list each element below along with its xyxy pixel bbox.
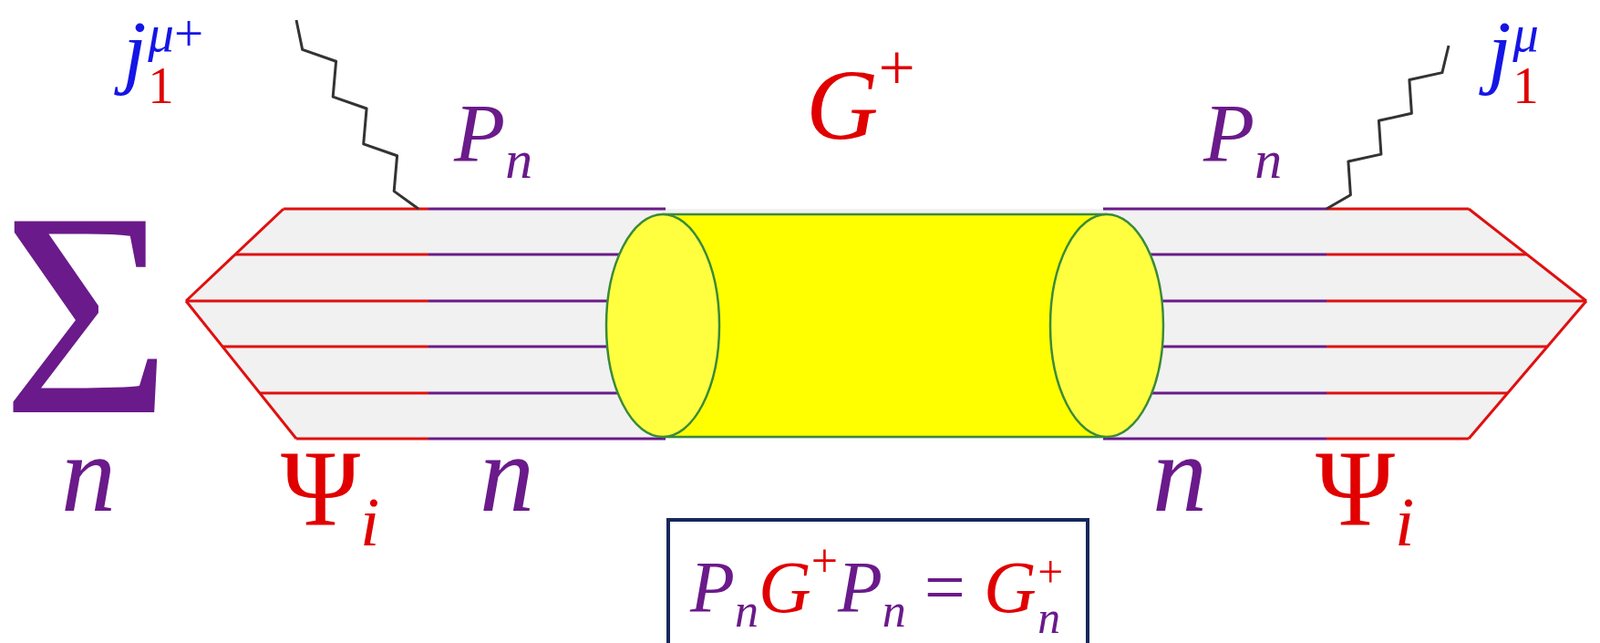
bundle-edges — [185, 208, 1587, 439]
current-label: j1μ+ — [123, 7, 204, 112]
propagator-label: G+ — [805, 34, 916, 155]
bundle-ground — [185, 208, 1587, 439]
propagator-cylinder — [606, 214, 1164, 437]
photon-line — [296, 20, 419, 209]
projector-label: Pn — [454, 91, 533, 188]
propagator-node: G+ — [606, 214, 1164, 437]
particle-number-label: n — [479, 419, 535, 529]
equation-box: PnG+Pn = Gn+ — [666, 517, 1090, 643]
current-label: j1μ — [1487, 7, 1539, 112]
red-lines-right — [1326, 208, 1587, 439]
particle-number-label: n — [1152, 419, 1208, 529]
wavefunction-label: Ψi — [1315, 434, 1415, 558]
equation-text: PnG+Pn = Gn+ — [690, 530, 1066, 640]
photon-line — [1326, 45, 1449, 209]
sum-index: n — [61, 419, 116, 529]
wavefunction-label: Ψi — [280, 434, 380, 558]
projector-label: Pn — [1203, 91, 1282, 188]
red-lines-left — [185, 208, 429, 439]
